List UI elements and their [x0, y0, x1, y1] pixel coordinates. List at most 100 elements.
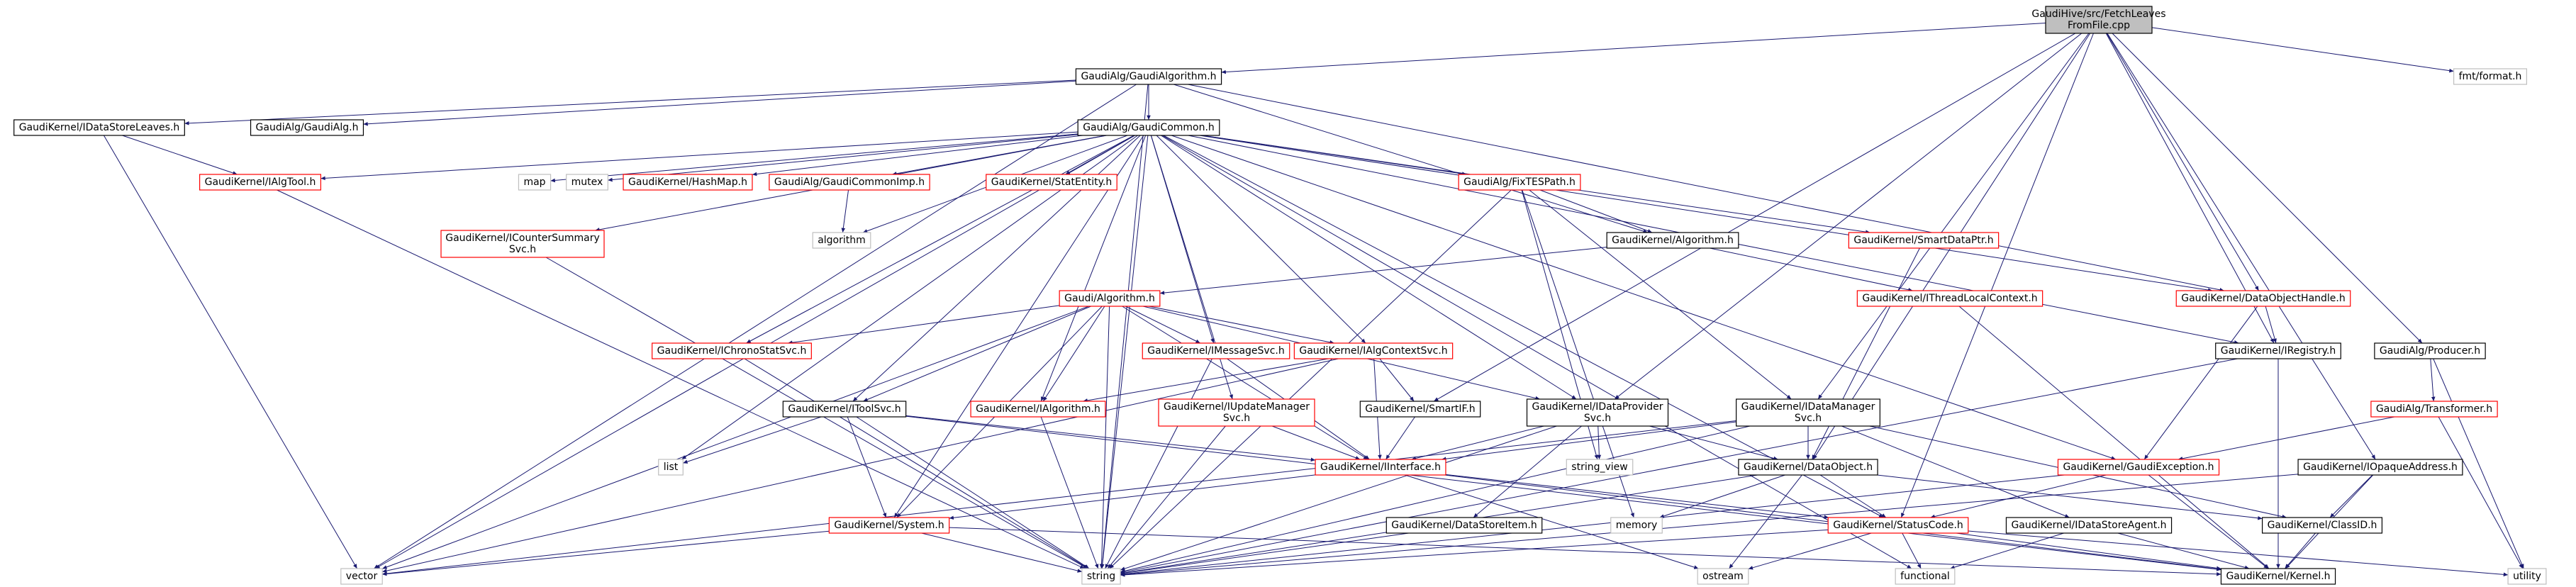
- edge-idatastoreagent-to-kernel: [2117, 532, 2250, 570]
- node-label: GaudiKernel/IToolSvc.h: [788, 403, 901, 415]
- node-box: [2215, 342, 2341, 359]
- node-functional[interactable]: functional: [1895, 568, 1956, 585]
- edge-gaudiexception-to-string: [1120, 474, 2065, 576]
- node-itoolsvc[interactable]: GaudiKernel/IToolSvc.h: [782, 401, 907, 418]
- edge-idatamanager-to-idatastoreagent: [1841, 425, 2070, 518]
- node-iinterface[interactable]: GaudiKernel/IInterface.h: [1315, 459, 1446, 476]
- edge-idataprovider-to-dataobject: [1649, 425, 1778, 461]
- node-label: GaudiAlg/Transformer.h: [2376, 403, 2492, 415]
- node-label: GaudiAlg/GaudiAlgorithm.h: [1081, 71, 1216, 82]
- edge-algorithmh-to-ithreadlocal: [1710, 247, 1913, 292]
- node-box: [1856, 290, 2043, 307]
- node-datastoreitem[interactable]: GaudiKernel/DataStoreItem.h: [1385, 517, 1543, 534]
- node-transformer[interactable]: GaudiAlg/Transformer.h: [2370, 401, 2498, 418]
- node-statentity[interactable]: GaudiKernel/StatEntity.h: [986, 174, 1117, 191]
- edge-idatamanager-to-iinterface: [1442, 421, 1736, 461]
- edge-gaudicommon-to-map: [550, 133, 1078, 183]
- node-system[interactable]: GaudiKernel/System.h: [828, 517, 950, 534]
- node-label: mutex: [571, 177, 603, 188]
- node-algorithmstd[interactable]: algorithm: [812, 232, 871, 249]
- edge-idatastoreagent-to-functional: [1950, 532, 2064, 569]
- node-imessagesvc[interactable]: GaudiKernel/IMessageSvc.h: [1142, 342, 1290, 359]
- node-classid[interactable]: GaudiKernel/ClassID.h: [2261, 517, 2383, 534]
- node-iopaqueaddress[interactable]: GaudiKernel/IOpaqueAddress.h: [2297, 459, 2463, 476]
- node-utility[interactable]: utility: [2507, 568, 2547, 585]
- edge-gaudicommon-to-statuscode: [1163, 135, 1884, 518]
- node-ialgorithm[interactable]: GaudiKernel/IAlgorithm.h: [970, 401, 1106, 418]
- node-kernel[interactable]: GaudiKernel/Kernel.h: [2220, 568, 2336, 585]
- node-box: [1895, 568, 1956, 585]
- node-idatastoreleaves[interactable]: GaudiKernel/IDataStoreLeaves.h: [13, 119, 185, 136]
- node-label: GaudiAlg/GaudiCommon.h: [1083, 122, 1215, 133]
- edge-galgalgorithm-to-idatastoreleaves: [184, 79, 1076, 125]
- node-box: [2005, 517, 2173, 534]
- edge-ichronostat-to-string: [744, 358, 1089, 569]
- node-ostream[interactable]: ostream: [1697, 568, 1749, 585]
- node-fixtespath[interactable]: GaudiAlg/FixTESPath.h: [1458, 174, 1581, 191]
- node-box: [1059, 290, 1161, 307]
- node-fmt[interactable]: fmt/format.h: [2453, 68, 2528, 85]
- node-memory[interactable]: memory: [1610, 517, 1663, 534]
- node-box: [1158, 398, 1315, 427]
- node-galgalgorithm[interactable]: GaudiAlg/GaudiAlgorithm.h: [1075, 68, 1222, 85]
- node-label: GaudiKernel/HashMap.h: [628, 177, 747, 188]
- node-dataobjecthandle[interactable]: GaudiKernel/DataObjectHandle.h: [2175, 290, 2351, 307]
- node-box: [1142, 342, 1290, 359]
- node-commonimp[interactable]: GaudiAlg/GaudiCommonImp.h: [769, 174, 930, 191]
- node-label: GaudiAlg/GaudiCommonImp.h: [774, 177, 925, 188]
- node-iregistry[interactable]: GaudiKernel/IRegistry.h: [2215, 342, 2341, 359]
- node-hashmap[interactable]: GaudiKernel/HashMap.h: [623, 174, 753, 191]
- edge-galgalgorithm-to-gaudialg: [363, 80, 1076, 126]
- node-list[interactable]: list: [658, 459, 684, 476]
- node-label: GaudiKernel/DataObjectHandle.h: [2181, 293, 2346, 304]
- edge-transformer-to-utility: [2438, 416, 2524, 569]
- node-box: [2045, 6, 2153, 34]
- edge-gaudiexception-to-kernel: [2148, 474, 2269, 569]
- node-box: [2297, 459, 2463, 476]
- node-ialgtool[interactable]: GaudiKernel/IAlgTool.h: [199, 174, 321, 191]
- node-ichronostat[interactable]: GaudiKernel/IChronoStatSvc.h: [652, 342, 812, 359]
- node-stringview[interactable]: string_view: [1566, 459, 1634, 476]
- edge-dataobjecthandle-to-iregistry: [2265, 306, 2277, 344]
- node-ialgorithmgaudi[interactable]: Gaudi/Algorithm.h: [1059, 290, 1161, 307]
- node-ithreadlocal[interactable]: GaudiKernel/IThreadLocalContext.h: [1856, 290, 2043, 307]
- node-producer[interactable]: GaudiAlg/Producer.h: [2374, 342, 2486, 359]
- node-box: [2374, 342, 2486, 359]
- node-label: vector: [346, 571, 378, 582]
- node-algorithmh[interactable]: GaudiKernel/Algorithm.h: [1606, 232, 1739, 249]
- node-label: Svc.h: [1795, 413, 1822, 424]
- node-label: GaudiKernel/Kernel.h: [2226, 571, 2330, 582]
- node-vector[interactable]: vector: [340, 568, 383, 585]
- node-smartif[interactable]: GaudiKernel/SmartIF.h: [1359, 401, 1481, 418]
- node-gaudiexception[interactable]: GaudiKernel/GaudiException.h: [2057, 459, 2220, 476]
- node-label: utility: [2513, 571, 2541, 582]
- edge-transformer-to-gaudiexception: [2178, 416, 2395, 461]
- edge-ialgorithm-to-string: [1040, 416, 1099, 569]
- node-smartdataptr[interactable]: GaudiKernel/SmartDataPtr.h: [1848, 232, 2000, 249]
- node-label: GaudiAlg/GaudiAlg.h: [256, 122, 359, 133]
- node-statuscode[interactable]: GaudiKernel/StatusCode.h: [1827, 517, 1969, 534]
- edge-producer-to-transformer: [2430, 358, 2436, 402]
- node-idatastoreagent[interactable]: GaudiKernel/IDataStoreAgent.h: [2005, 517, 2173, 534]
- node-gaudicommon[interactable]: GaudiAlg/GaudiCommon.h: [1077, 119, 1220, 136]
- node-dataobject[interactable]: GaudiKernel/DataObject.h: [1738, 459, 1878, 476]
- edge-ialgtool-to-string: [277, 189, 1085, 569]
- node-gaudialg[interactable]: GaudiAlg/GaudiAlg.h: [250, 119, 364, 136]
- node-ialgcontext[interactable]: GaudiKernel/IAlgContextSvc.h: [1293, 342, 1454, 359]
- node-box: [1075, 68, 1222, 85]
- edge-root-to-iopaqueaddress: [2107, 33, 2376, 460]
- node-box: [2220, 568, 2336, 585]
- node-mutex[interactable]: mutex: [566, 174, 608, 191]
- node-label: GaudiKernel/ClassID.h: [2268, 520, 2377, 531]
- node-string[interactable]: string: [1081, 568, 1121, 585]
- node-label: fmt/format.h: [2459, 71, 2522, 82]
- node-map[interactable]: map: [518, 174, 552, 191]
- edge-classid-to-kernel: [2285, 532, 2316, 569]
- edge-ialgorithmgaudi-to-imessagesvc: [1125, 306, 1200, 344]
